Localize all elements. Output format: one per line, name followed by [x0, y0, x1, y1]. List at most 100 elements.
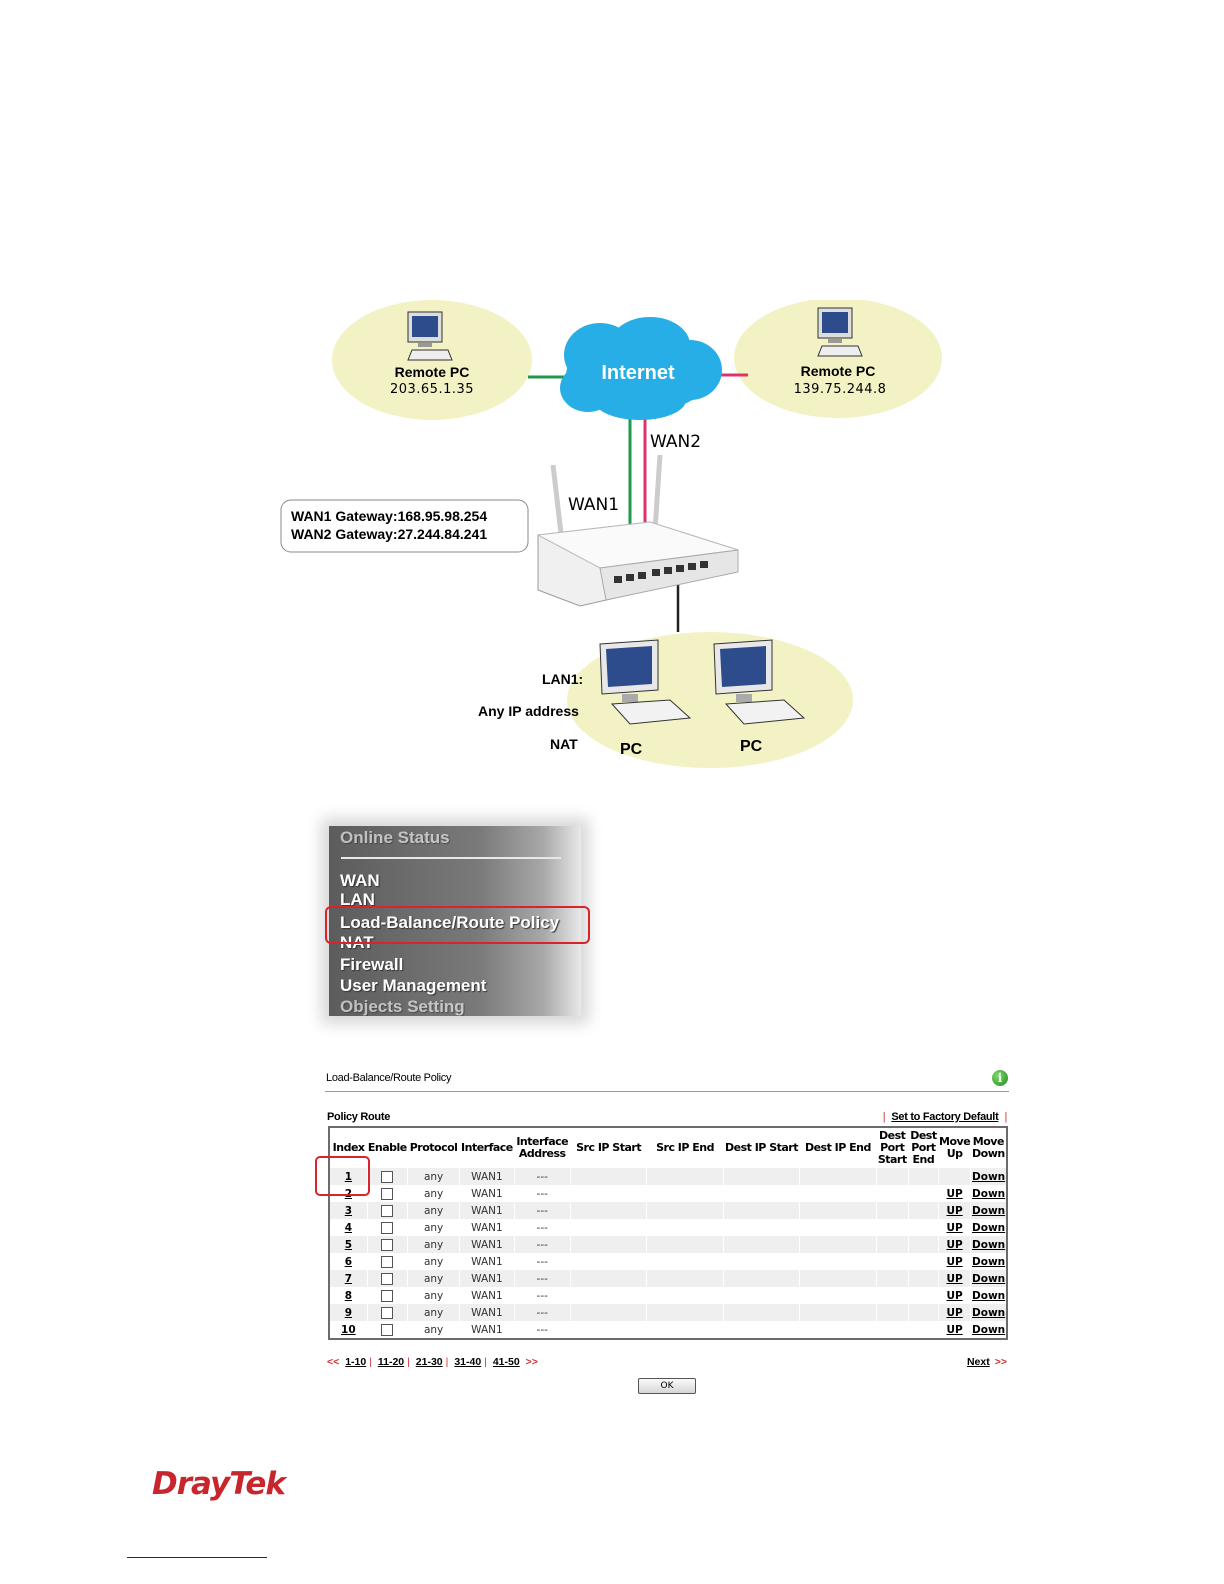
dest-port-end-cell [907, 1270, 939, 1287]
src-ip-start-cell [569, 1253, 647, 1270]
info-icon[interactable]: i [992, 1070, 1008, 1086]
page-link-1-10[interactable]: 1-10 [345, 1356, 367, 1368]
move-up-link[interactable]: UP [946, 1204, 963, 1217]
menu-item-user-management[interactable]: User Management [340, 976, 487, 995]
index-link[interactable]: 6 [344, 1255, 353, 1268]
move-down-link[interactable]: Down [972, 1170, 1006, 1183]
move-down-link[interactable]: Down [972, 1289, 1006, 1302]
src-ip-end-cell [646, 1270, 724, 1287]
index-link[interactable]: 5 [344, 1238, 353, 1251]
index-link[interactable]: 4 [344, 1221, 353, 1234]
dest-port-start-cell [875, 1321, 909, 1339]
index-link[interactable]: 3 [344, 1204, 353, 1217]
page-link-21-30[interactable]: 21-30 [415, 1356, 443, 1368]
menu-item-firewall[interactable]: Firewall [340, 955, 404, 974]
factory-default-area: |Set to Factory Default| [882, 1111, 1007, 1123]
page-link-41-50[interactable]: 41-50 [492, 1356, 520, 1368]
index-link[interactable]: 9 [344, 1306, 353, 1319]
src-ip-start-cell [569, 1287, 647, 1304]
move-up-link[interactable]: UP [946, 1187, 963, 1200]
enable-cell [366, 1321, 408, 1339]
enable-cell [366, 1219, 408, 1236]
interface-address-cell: --- [513, 1304, 571, 1321]
src-ip-end-cell [646, 1253, 724, 1270]
index-link[interactable]: 8 [344, 1289, 353, 1302]
index-link[interactable]: 2 [344, 1187, 353, 1200]
interface-cell: WAN1 [459, 1304, 515, 1321]
move-down-link[interactable]: Down [972, 1272, 1006, 1285]
enable-checkbox[interactable] [381, 1306, 394, 1319]
protocol-cell: any [406, 1321, 460, 1339]
interface-cell: WAN1 [459, 1168, 515, 1185]
enable-checkbox[interactable] [381, 1221, 394, 1234]
remote-pc-right-bubble [734, 300, 942, 418]
dest-ip-start-cell [722, 1168, 800, 1185]
move-up-cell: UP [937, 1270, 971, 1287]
enable-checkbox[interactable] [381, 1272, 394, 1285]
move-down-link[interactable]: Down [972, 1204, 1006, 1217]
interface-address-cell: --- [513, 1236, 571, 1253]
move-down-link[interactable]: Down [972, 1255, 1006, 1268]
column-header: Src IP End [656, 1141, 714, 1154]
next-link[interactable]: Next [966, 1356, 990, 1368]
dest-ip-start-cell [722, 1304, 800, 1321]
remote-pc-right-label: Remote PC [801, 363, 876, 379]
interface-cell: WAN1 [459, 1321, 515, 1339]
interface-address-cell: --- [513, 1168, 571, 1185]
interface-cell: WAN1 [459, 1270, 515, 1287]
protocol-cell: any [406, 1287, 460, 1304]
dest-port-end-cell [907, 1168, 939, 1185]
move-up-link[interactable]: UP [946, 1238, 963, 1251]
index-link[interactable]: 1 [344, 1170, 353, 1183]
menu-item-lan[interactable]: LAN [340, 890, 375, 909]
menu-item-online-status[interactable]: Online Status [340, 828, 450, 847]
computer-icon [817, 307, 863, 357]
enable-checkbox[interactable] [381, 1204, 394, 1217]
move-up-link[interactable]: UP [946, 1255, 963, 1268]
policy-route-table: Index Enable Protocol Interface Interfac… [328, 1126, 1008, 1340]
column-header: Interface [461, 1141, 513, 1154]
move-up-link[interactable]: UP [946, 1221, 963, 1234]
menu-item-load-balance[interactable]: Load-Balance/Route Policy [340, 913, 560, 932]
move-down-link[interactable]: Down [972, 1306, 1006, 1319]
pc-label-1: PC [620, 741, 643, 758]
dest-port-start-cell [875, 1270, 909, 1287]
move-up-link[interactable]: UP [946, 1272, 963, 1285]
protocol-cell: any [406, 1185, 460, 1202]
enable-checkbox[interactable] [381, 1323, 394, 1336]
enable-checkbox[interactable] [381, 1238, 394, 1251]
set-factory-default-link[interactable]: Set to Factory Default [891, 1111, 999, 1123]
enable-checkbox[interactable] [381, 1187, 394, 1200]
computer-icon [407, 311, 453, 361]
move-down-link[interactable]: Down [972, 1323, 1006, 1336]
page-link-31-40[interactable]: 31-40 [454, 1356, 482, 1368]
move-down-cell: Down [970, 1253, 1007, 1270]
page-title: Load-Balance/Route Policy [326, 1072, 452, 1084]
enable-checkbox[interactable] [381, 1255, 394, 1268]
gateway-wan2: WAN2 Gateway:27.244.84.241 [291, 526, 487, 542]
column-header: Index [332, 1141, 365, 1154]
move-up-cell: UP [937, 1236, 971, 1253]
move-up-link[interactable]: UP [946, 1306, 963, 1319]
enable-checkbox[interactable] [381, 1289, 394, 1302]
dest-ip-start-cell [722, 1321, 800, 1339]
enable-checkbox[interactable] [381, 1170, 394, 1183]
src-ip-start-cell [569, 1321, 647, 1339]
menu-item-wan[interactable]: WAN [340, 871, 380, 890]
move-down-link[interactable]: Down [972, 1187, 1006, 1200]
page-link-11-20[interactable]: 11-20 [377, 1356, 405, 1368]
move-up-link[interactable]: UP [946, 1323, 963, 1336]
dest-port-start-cell [875, 1168, 909, 1185]
ok-button[interactable]: OK [638, 1378, 696, 1394]
dest-port-start-cell [875, 1202, 909, 1219]
src-ip-end-cell [646, 1219, 724, 1236]
menu-item-objects-setting[interactable]: Objects Setting [340, 997, 465, 1016]
dest-ip-start-cell [722, 1202, 800, 1219]
move-down-link[interactable]: Down [972, 1221, 1006, 1234]
index-link[interactable]: 10 [341, 1323, 356, 1336]
move-down-link[interactable]: Down [972, 1238, 1006, 1251]
move-up-link[interactable]: UP [946, 1289, 963, 1302]
index-link[interactable]: 7 [344, 1272, 353, 1285]
